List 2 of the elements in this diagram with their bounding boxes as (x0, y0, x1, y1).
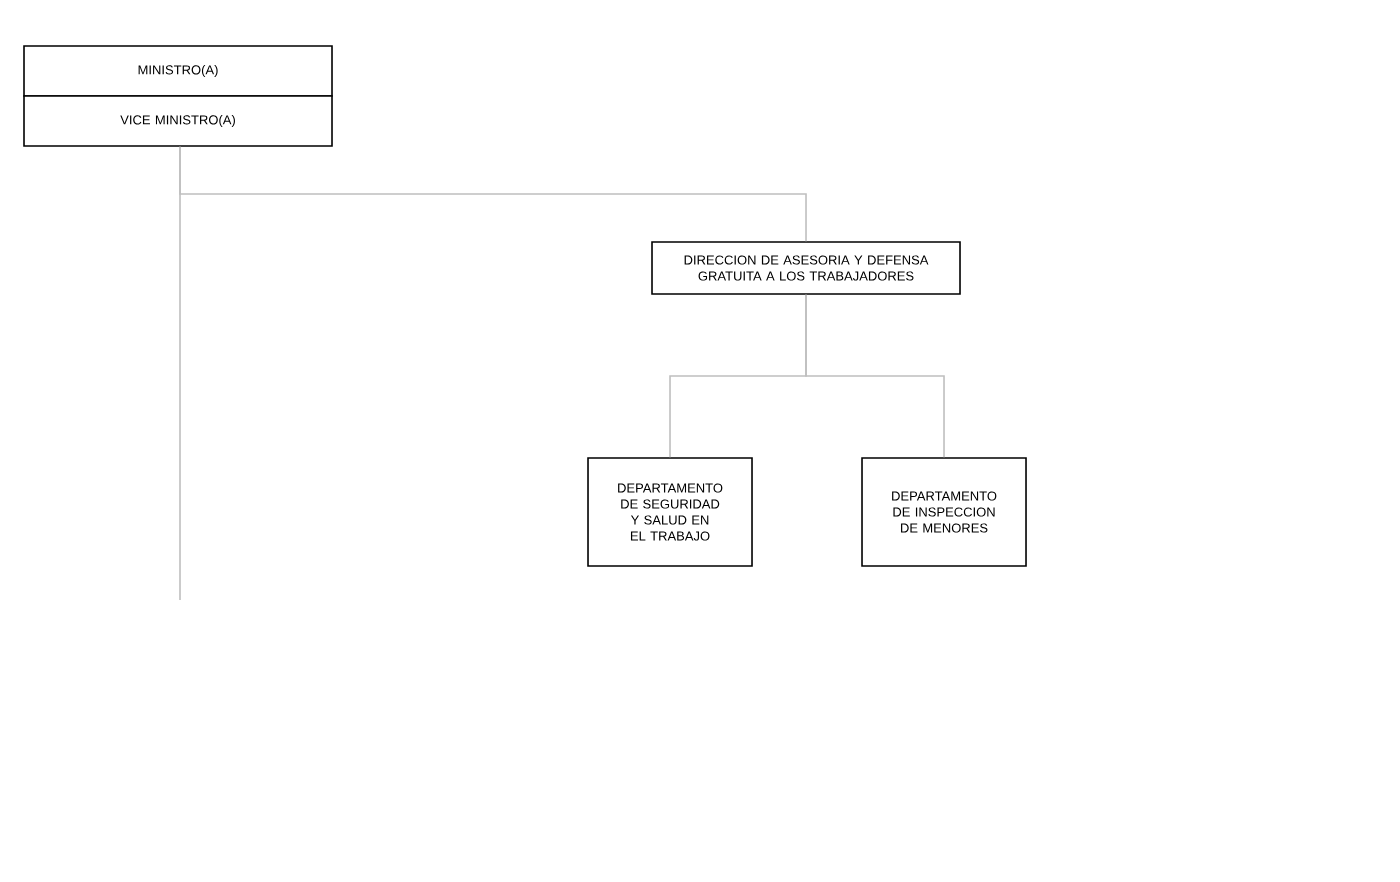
connector-line (179, 146, 181, 601)
connector-line (805, 294, 945, 458)
